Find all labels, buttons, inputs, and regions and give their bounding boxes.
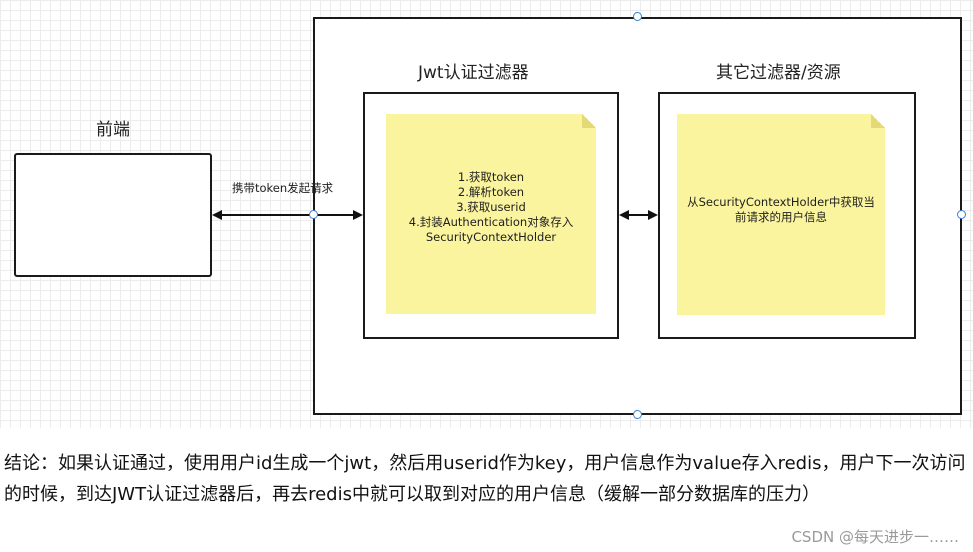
jwt-filter-note-text: 1.获取token 2.解析token 3.获取userid 4.封装Authe… (403, 170, 579, 245)
connector-arrows (212, 210, 658, 220)
csdn-watermark: CSDN @每天进步一…… (791, 528, 959, 546)
note-line: 4.封装Authentication对象存入 (408, 214, 574, 229)
jwt-filter-label: Jwt认证过滤器 (418, 63, 529, 83)
frontend-box[interactable] (14, 153, 212, 277)
note-line: SecurityContextHolder (425, 229, 557, 244)
resize-handle-right[interactable] (957, 210, 966, 219)
note-line: 2.解析token (457, 184, 525, 199)
frontend-label: 前端 (96, 120, 130, 140)
request-arrow-label: 携带token发起请求 (232, 181, 334, 195)
jwt-filter-note[interactable]: 1.获取token 2.解析token 3.获取userid 4.封装Authe… (386, 114, 596, 314)
note-line: 前请求的用户信息 (734, 209, 827, 224)
resize-handle-top[interactable] (633, 12, 642, 21)
other-filter-note[interactable]: 从SecurityContextHolder中获取当 前请求的用户信息 (677, 114, 885, 315)
diagram-canvas: 前端 Jwt认证过滤器 其它过滤器/资源 1.获取token 2.解析token… (0, 0, 973, 428)
conclusion-text: 结论：如果认证通过，使用用户id生成一个jwt，然后用userid作为key，用… (4, 453, 966, 505)
other-filter-label: 其它过滤器/资源 (716, 63, 841, 83)
other-filter-note-text: 从SecurityContextHolder中获取当 前请求的用户信息 (681, 195, 881, 225)
resize-handle-left[interactable] (309, 210, 318, 219)
note-line: 1.获取token (457, 169, 525, 184)
note-line: 3.获取userid (456, 199, 526, 214)
resize-handle-bottom[interactable] (633, 410, 642, 419)
note-line: 从SecurityContextHolder中获取当 (687, 194, 875, 209)
